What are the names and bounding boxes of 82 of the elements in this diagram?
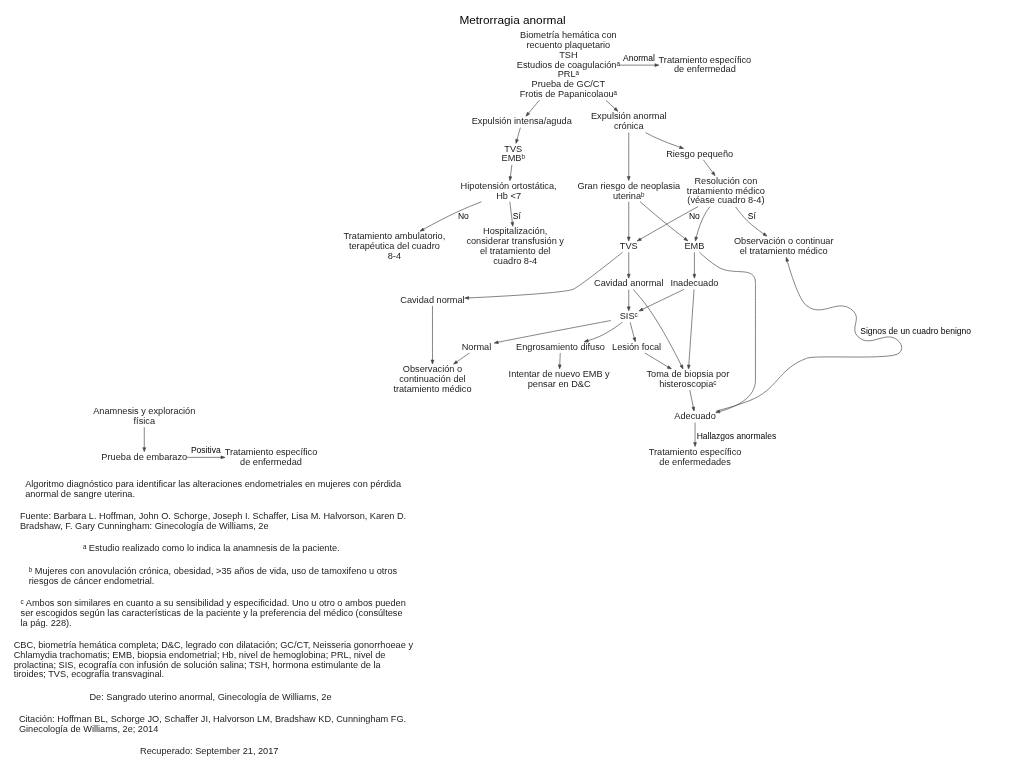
arrow xyxy=(694,205,710,241)
arrow xyxy=(734,206,767,236)
node-text: Intentar de nuevo EMB y pensar en D&C xyxy=(508,368,610,389)
edge-label: Anormal xyxy=(622,52,655,63)
arrow xyxy=(557,352,561,369)
node-text: Tratamiento ambulatorio, terapéutica del cuadro 8-4 xyxy=(343,230,445,261)
label: ᶜ Ambos son similares en cuanto a su sensibilidad y especificidad. Uno u otro o ambos pueden ser escogidos según las características de la paciente y la preferencia del médico (consúltese la pág. 228). xyxy=(20,597,406,628)
edge-label: Sí xyxy=(747,210,756,221)
node-text: Biometría hemática con recuento plaquetario TSH Estudios de coagulaciónᵃ PRLᵃ Prueba de GC/CT Frotis de Papanicolaouᵃ xyxy=(516,29,620,99)
arrow xyxy=(185,455,225,459)
arrow xyxy=(508,163,512,181)
arrow xyxy=(626,288,630,311)
node-text: SISᶜ xyxy=(619,310,638,321)
edge-label: Positiva xyxy=(190,444,221,455)
edge-label: Hallazgos anormales xyxy=(696,430,776,441)
arrow xyxy=(452,352,470,364)
node-text: Normal xyxy=(461,341,491,352)
edge-label: Signos de un cuadro benigno xyxy=(859,325,971,336)
arrow xyxy=(692,421,697,447)
arrow xyxy=(629,321,636,342)
label: Recuperado: September 21, 2017 xyxy=(139,745,278,756)
node-text: Tratamiento específico de enfermedad xyxy=(224,446,317,467)
node-text: Resolución con tratamiento médico (véase cuadro 8-4) xyxy=(686,175,765,205)
node-text: Engrosamiento difuso xyxy=(515,341,605,352)
node-text: Toma de biopsia por histeroscopiaᶜ xyxy=(645,368,729,389)
node-text: EMB xyxy=(683,240,704,251)
edge-label: Sí xyxy=(512,210,521,221)
arrow xyxy=(626,251,630,278)
node-text: Hipotensión ortostática, Hb <7 xyxy=(460,180,557,201)
arrow xyxy=(689,389,695,411)
node-text: Gran riesgo de neoplasia uterinaᵇ xyxy=(576,180,680,201)
node-text: Prueba de embarazo xyxy=(100,451,187,462)
arrow xyxy=(493,319,611,344)
node-text: Expulsión intensa/aguda xyxy=(471,115,572,126)
arrow xyxy=(514,126,521,144)
node-text: Cavidad normal xyxy=(399,294,465,305)
node-text: Inadecuado xyxy=(669,277,718,288)
caption: Algoritmo diagnóstico para identificar las alteraciones endometriales en mujeres con pérdida anormal de sangre uterina. xyxy=(24,478,401,499)
node-text: Anamnesis y exploración física xyxy=(92,405,195,426)
label: Citación: Hoffman BL, Schorge JO, Schaffer JI, Halvorson LM, Bradshaw KD, Cunningham FG. Ginecología de Williams, 2e; 2014 xyxy=(18,713,406,734)
node-text: Riesgo pequeño xyxy=(665,148,733,159)
arrow xyxy=(626,200,630,241)
node-text: Observación o continuación del tratamiento médico xyxy=(392,363,472,394)
node-text: Tratamiento específico de enfermedad xyxy=(658,54,751,74)
arrow xyxy=(626,131,630,181)
node-text: Lesión focal xyxy=(611,341,661,352)
node-text: Hospitalización, considerar transfusión y el tratamiento del cuadro 8-4 xyxy=(465,225,564,266)
diagram-title: Metrorragia anormal xyxy=(458,12,566,27)
edge-label: No xyxy=(457,210,469,221)
edge-label: No xyxy=(688,210,700,221)
node-text: Expulsión anormal crónica xyxy=(590,110,667,131)
arrow xyxy=(686,288,694,369)
arrow xyxy=(509,200,514,227)
arrow xyxy=(636,205,698,241)
node-text: Tratamiento específico de enfermedades xyxy=(648,446,741,467)
arrow xyxy=(618,62,659,67)
arrow xyxy=(644,131,684,149)
arrow xyxy=(463,251,623,300)
label: Fuente: Barbara L. Hoffman, John O. Schorge, Joseph I. Schaffer, Lisa M. Halvorson, Karen D. Bradshaw, F. Gary Cunningham: Ginecología de Williams, 2e xyxy=(19,510,406,531)
arrow xyxy=(605,99,618,112)
label: ᵃ Estudio realizado como lo indica la anamnesis de la paciente. xyxy=(82,542,340,553)
arrow xyxy=(525,99,540,117)
arrow xyxy=(644,352,672,369)
arrow xyxy=(638,288,684,311)
arrow xyxy=(639,200,688,241)
arrow xyxy=(142,426,146,452)
arrow xyxy=(632,288,683,369)
label: De: Sangrado uterino anormal, Ginecología de Williams, 2e xyxy=(88,691,332,702)
node-text: Adecuado xyxy=(673,410,716,421)
arrow xyxy=(692,251,696,278)
arrow xyxy=(419,200,482,231)
arrow xyxy=(698,251,756,413)
arrow xyxy=(702,158,715,176)
label: ᵇ Mujeres con anovulación crónica, obesidad, >35 años de vida, uso de tamoxifeno u otros riesgos de cáncer endometrial. xyxy=(28,565,397,586)
arrow xyxy=(430,305,434,364)
label: CBC, biometría hemática completa; D&C, legrado con dilatación; GC/CT, Neisseria gonorrhoeae y Chlamydia trachomatis; EMB, biopsia endometrial; Hb, nivel de hemoglobina; PRL, nivel de prolactina; SIS, ecografía con infusión de solución salina; TSH, hormona estimulante de la tiroides; TVS, ecografía transvaginal. xyxy=(13,639,413,679)
node-text: TVS xyxy=(619,240,638,251)
node-text: Observación o continuar el tratamiento médico xyxy=(733,235,833,256)
arrow xyxy=(714,256,902,411)
node-text: Cavidad anormal xyxy=(593,277,663,288)
arrow xyxy=(583,321,623,342)
node-text: TVS EMBᵇ xyxy=(501,143,525,163)
